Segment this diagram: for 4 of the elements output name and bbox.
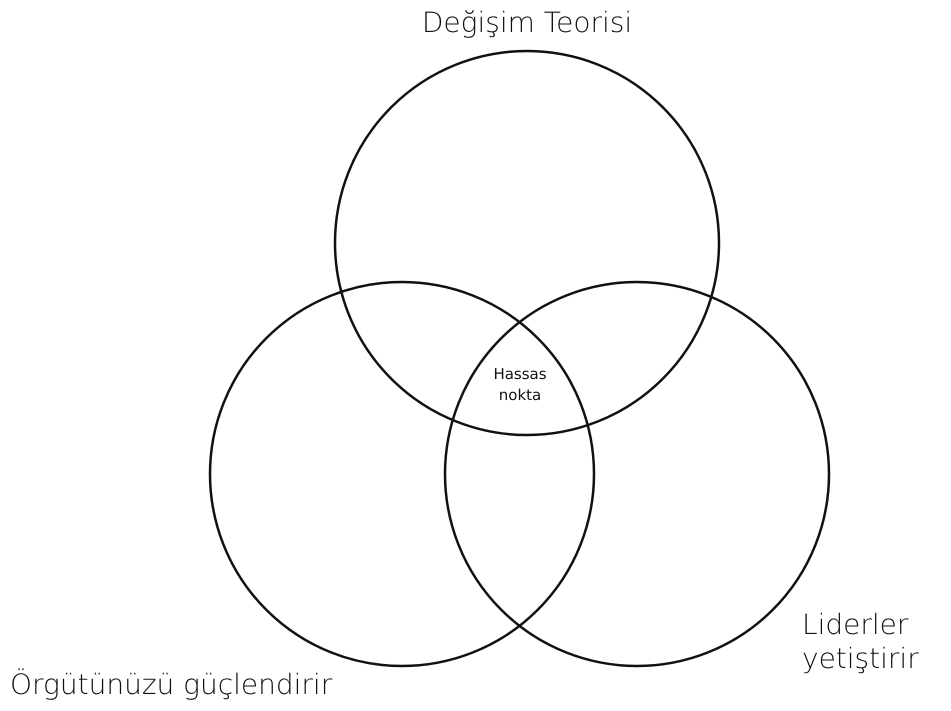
center-label: Hassas nokta (492, 364, 548, 406)
circle-label: Örgütünüzü güçlendirir (10, 668, 332, 702)
circle-label: Değişim Teorisi (422, 6, 632, 40)
circle-label: Liderler yetiştirir (802, 608, 920, 676)
